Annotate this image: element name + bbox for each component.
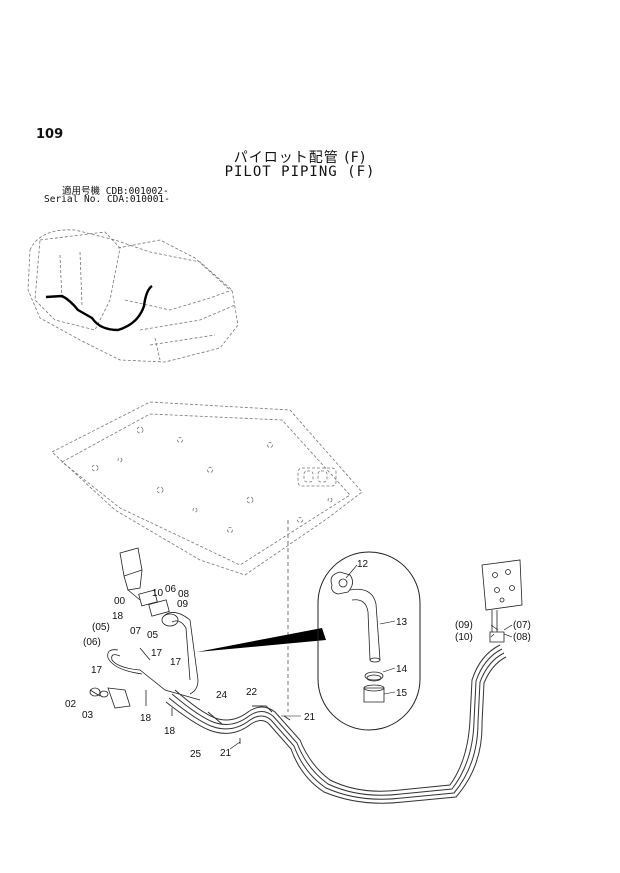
callout-10-paren: (10) xyxy=(455,632,473,643)
callout-18-upper: 18 xyxy=(112,611,124,622)
left-pilot-valve xyxy=(119,547,170,617)
callout-14: 14 xyxy=(396,664,408,675)
callout-07-paren: (07) xyxy=(513,620,531,631)
cap-15 xyxy=(363,684,385,703)
detail-wedge xyxy=(197,628,326,652)
floor-plate xyxy=(51,401,363,576)
callout-06-paren: (06) xyxy=(83,637,101,648)
callout-24: 24 xyxy=(216,690,228,701)
callout-09: 09 xyxy=(177,599,189,610)
serial-en-value: CDA:010001- xyxy=(106,194,170,205)
serial-row-jp: 適用号機 CDB:001002- xyxy=(62,183,169,197)
callout-12: 12 xyxy=(357,559,369,570)
clip-12 xyxy=(330,571,353,595)
callout-05-paren: (05) xyxy=(92,622,110,633)
callout-03: 03 xyxy=(82,710,94,721)
machine-overview-sketch xyxy=(27,229,239,363)
main-hose-bundle xyxy=(165,644,507,804)
callout-10: 10 xyxy=(152,588,164,599)
callout-08: 08 xyxy=(178,589,190,600)
serial-jp-value: CDB:001002- xyxy=(105,186,169,197)
callout-00: 00 xyxy=(114,596,126,607)
callout-15: 15 xyxy=(396,688,408,699)
callout-21-left: 21 xyxy=(220,748,232,759)
page-number: 109 xyxy=(36,127,64,142)
callout-07: 07 xyxy=(130,626,142,637)
callout-13: 13 xyxy=(396,617,408,628)
callout-21-right: 21 xyxy=(304,712,316,723)
right-pilot-valve xyxy=(481,559,523,643)
callout-labels: 12 13 14 15 00 10 06 08 09 18 07 05 (05)… xyxy=(65,559,531,760)
callout-02: 02 xyxy=(65,699,77,710)
serial-jp-label: 適用号機 xyxy=(62,186,101,197)
callout-06: 06 xyxy=(165,584,177,595)
serial-en-label: Serial No. xyxy=(44,194,102,205)
callout-09-paren: (09) xyxy=(455,620,473,631)
callout-17-right: 17 xyxy=(170,657,182,668)
leader-lines xyxy=(229,564,513,750)
left-pipe-13-assembly xyxy=(161,612,199,695)
callout-17-mid: 17 xyxy=(151,648,163,659)
ring-14 xyxy=(364,671,384,682)
callout-05: 05 xyxy=(147,630,159,641)
title-japanese: パイロット配管 (F) xyxy=(233,150,367,166)
detail-oval xyxy=(317,551,421,731)
callout-18-lower-left: 18 xyxy=(140,713,152,724)
callout-17-left: 17 xyxy=(91,665,103,676)
callout-22: 22 xyxy=(246,687,258,698)
callout-08-paren: (08) xyxy=(513,632,531,643)
overview-pilot-line xyxy=(45,285,153,332)
callout-18-lower: 18 xyxy=(164,726,176,737)
left-hose-group xyxy=(89,647,291,744)
serial-row-en: Serial No. CDA:010001- xyxy=(44,194,170,205)
callout-25: 25 xyxy=(190,749,202,760)
title-english: PILOT PIPING (F) xyxy=(224,164,376,180)
tube-13 xyxy=(349,588,381,663)
